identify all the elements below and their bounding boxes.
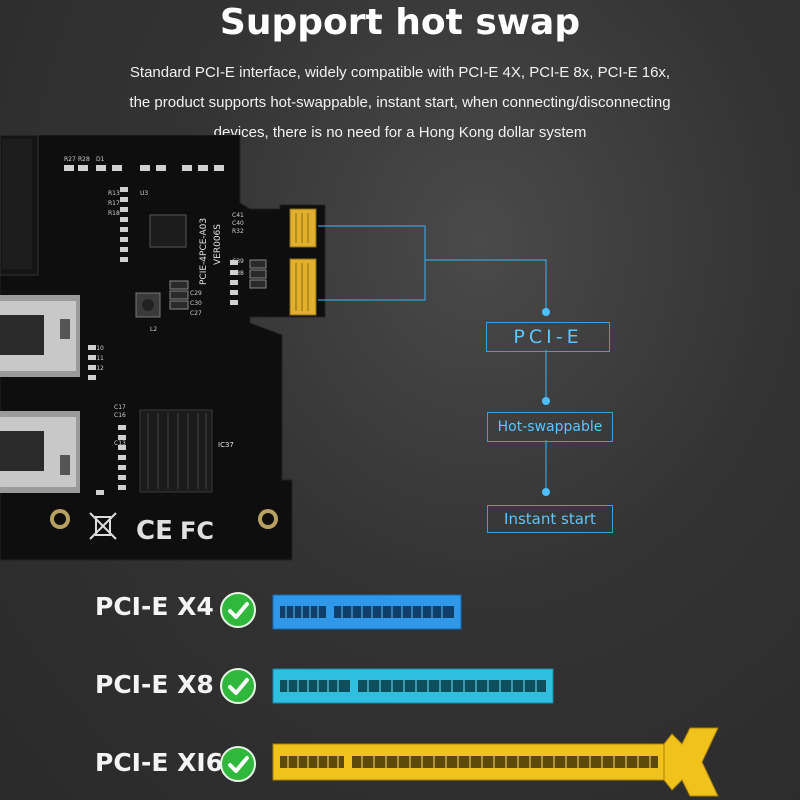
svg-text:R28: R28 (78, 156, 90, 163)
compat-label-x8: PCI-E X8 (95, 670, 214, 699)
check-icon (220, 746, 256, 782)
callout-pcie: PCI-E (486, 322, 610, 352)
svg-text:C30: C30 (190, 300, 202, 307)
description-line: the product supports hot-swappable, inst… (129, 94, 671, 111)
pcb-board (0, 135, 326, 561)
recycle-bin-crossed-icon (89, 512, 117, 540)
board-model-label: PCIE-4PCE-A03 (199, 218, 209, 285)
chip-label: IC37 (218, 441, 234, 449)
pcie-card-image: PCIE-4PCE-A03 VER006S IC37 C41 C40 R32 C… (0, 135, 326, 561)
svg-text:C10: C10 (92, 345, 104, 352)
pcie-x4-slot (272, 594, 462, 630)
check-icon (220, 668, 256, 704)
svg-text:R17: R17 (108, 200, 120, 207)
pcie-x16-slot (272, 727, 719, 797)
check-icon (220, 592, 256, 628)
description-line: Standard PCI-E interface, widely compati… (129, 64, 671, 81)
pcie-x8-slot (272, 668, 554, 704)
callout-hot-swappable: Hot-swappable (487, 412, 613, 442)
svg-text:C39: C39 (232, 258, 244, 265)
svg-text:R18: R18 (108, 210, 120, 217)
description-line: devices, there is no need for a Hong Kon… (213, 124, 587, 141)
heatsink (139, 409, 213, 493)
svg-text:C38: C38 (232, 270, 244, 277)
svg-text:R27: R27 (64, 156, 76, 163)
svg-text:C27: C27 (190, 310, 202, 317)
svg-text:C40: C40 (232, 220, 244, 227)
headline: Support hot swap (219, 2, 581, 43)
svg-text:C12: C12 (92, 365, 104, 372)
svg-text:R32: R32 (232, 228, 244, 235)
svg-text:C17: C17 (114, 404, 126, 411)
svg-text:C11: C11 (92, 355, 104, 362)
ce-mark-icon: CE (136, 516, 173, 546)
description: Standard PCI-E interface, widely compati… (0, 58, 800, 148)
svg-text:C41: C41 (232, 212, 244, 219)
svg-text:L2: L2 (150, 326, 157, 333)
board-version-label: VER006S (213, 224, 223, 265)
gold-fingers-short (289, 208, 317, 248)
svg-text:C16: C16 (114, 412, 126, 419)
svg-text:R13: R13 (108, 190, 120, 197)
usb-port-top (0, 295, 80, 377)
compat-label-x4: PCI-E X4 (95, 592, 214, 621)
svg-text:U3: U3 (140, 190, 148, 197)
svg-text:D1: D1 (96, 156, 105, 163)
gold-fingers-long (289, 258, 317, 316)
usb-port-bottom (0, 411, 80, 493)
controller-chip-small (149, 214, 187, 248)
svg-text:C13: C13 (114, 440, 126, 447)
fcc-mark-icon: FC (180, 517, 214, 545)
svg-text:C29: C29 (190, 290, 202, 297)
compat-label-x16: PCI-E XI6 (95, 748, 224, 777)
callout-instant-start: Instant start (487, 505, 613, 533)
